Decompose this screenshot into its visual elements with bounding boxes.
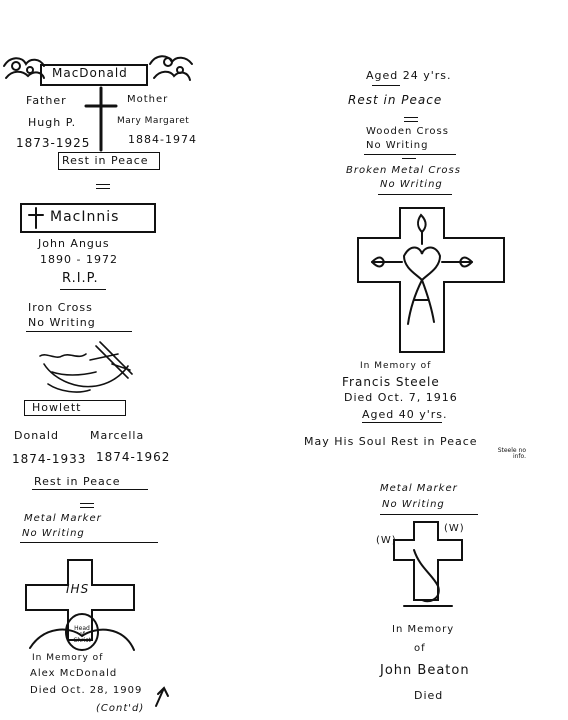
divider (404, 117, 418, 118)
beaton-line3: John Beaton (380, 663, 470, 678)
alex-line2: Alex McDonald (30, 668, 118, 679)
beaton-line1: In Memory (392, 624, 455, 635)
macinnis-rip: R.I.P. (62, 271, 99, 286)
divider (80, 507, 94, 508)
divider (362, 422, 442, 423)
howlett-years1: 1874-1933 (12, 452, 87, 466)
divider (378, 194, 452, 195)
mother-years: 1884-1974 (128, 133, 197, 146)
howlett-note-line2: No Writing (22, 528, 85, 539)
howlett-name-box (24, 400, 126, 416)
divider (32, 489, 148, 490)
macdonald-surname: MacDonald (52, 66, 128, 80)
divider (404, 121, 418, 122)
howlett-surname: Howlett (32, 401, 82, 414)
steele-line5: May His Soul Rest in Peace (304, 435, 478, 448)
wooden-cross-line2: No Writing (366, 140, 429, 151)
macinnis-years: 1890 - 1972 (40, 253, 118, 266)
macdonald-cross-icon (84, 86, 118, 152)
howlett-name1: Donald (14, 429, 59, 442)
rest-in-peace: Rest in Peace (348, 93, 443, 107)
broken-cross-line2: No Writing (380, 179, 443, 190)
continued-note: (Cont'd) (96, 703, 145, 714)
alex-cross-icon (25, 559, 135, 651)
continue-arrow-icon (155, 686, 169, 707)
head-of-christ-badge: Head of Christ (73, 625, 91, 644)
broken-cross-line1: Broken Metal Cross (346, 165, 461, 176)
steele-side-note: Steele no info. (497, 447, 526, 460)
divider (364, 154, 456, 155)
flower-left-icon (3, 57, 45, 79)
macinnis-surname: MacInnis (50, 209, 120, 225)
divider (372, 85, 400, 86)
father-years: 1873-1925 (16, 136, 91, 150)
macinnis-note-line2: No Writing (28, 316, 96, 329)
divider (80, 503, 94, 504)
beaton-note-line2: No Writing (382, 499, 445, 510)
macinnis-name: John Angus (38, 237, 110, 250)
beaton-line2: of (414, 643, 426, 654)
macdonald-name-box (40, 64, 148, 86)
wooden-cross-line1: Wooden Cross (366, 126, 449, 137)
alex-line1: In Memory of (32, 653, 104, 663)
divider (20, 542, 158, 543)
mother-name: Mary Margaret (117, 116, 190, 126)
steele-line4: Aged 40 y'rs. (362, 408, 448, 421)
divider (402, 158, 416, 159)
beaton-mark-left: (W) (376, 535, 397, 546)
father-label: Father (26, 94, 67, 107)
howlett-note-line1: Metal Marker (24, 513, 102, 524)
beaton-line4: Died (414, 689, 444, 702)
divider (380, 514, 478, 515)
howlett-name2: Marcella (90, 429, 145, 442)
alex-cross-monogram: IHS (66, 582, 90, 596)
howlett-epitaph: Rest in Peace (34, 475, 121, 488)
macdonald-epitaph: Rest in Peace (62, 154, 149, 167)
beaton-note-line1: Metal Marker (380, 483, 458, 494)
mother-label: Mother (127, 94, 169, 105)
alex-line3: Died Oct. 28, 1909 (30, 685, 143, 696)
father-name: Hugh P. (28, 116, 77, 129)
steele-cross-icon (357, 207, 505, 353)
steele-line2: Francis Steele (342, 375, 440, 389)
steele-line3: Died Oct. 7, 1916 (344, 391, 458, 404)
howlett-years2: 1874-1962 (96, 450, 171, 464)
macinnis-cross-icon (28, 207, 44, 229)
divider (60, 289, 106, 290)
divider (26, 331, 132, 332)
beaton-cross-icon (393, 521, 463, 607)
iron-cross-drawing-icon (39, 341, 133, 393)
macdonald-epitaph-box (58, 152, 160, 170)
beaton-mark-right: (W) (444, 523, 465, 534)
divider (96, 188, 110, 189)
macinnis-note-line1: Iron Cross (28, 301, 93, 314)
flower-right-icon (149, 55, 193, 81)
steele-line1: In Memory of (360, 361, 432, 371)
macinnis-name-box (20, 203, 156, 233)
divider (96, 184, 110, 185)
aged-24: Aged 24 y'rs. (366, 69, 452, 82)
